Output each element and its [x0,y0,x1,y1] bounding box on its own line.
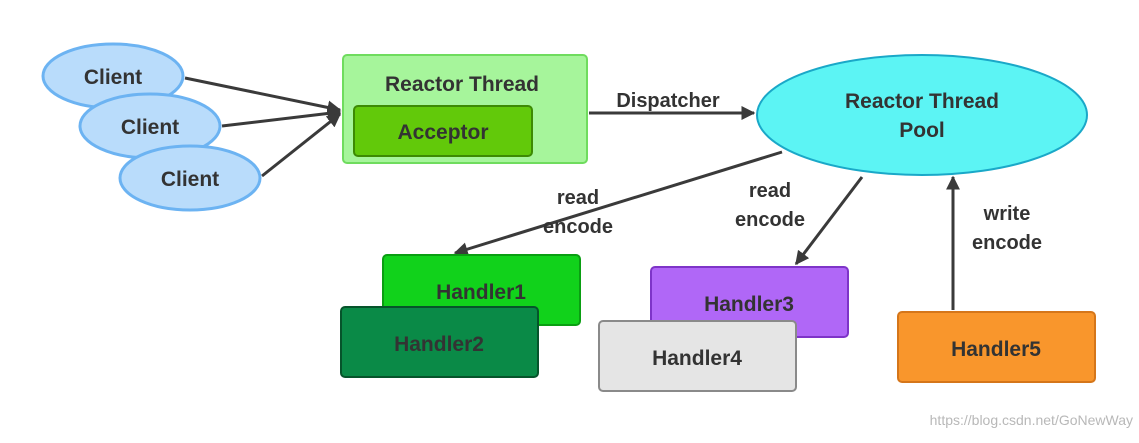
edge3-label-line2: encode [972,232,1042,254]
arrow-client1-reactor [184,76,342,115]
handler3-label: Handler3 [704,293,794,316]
handler4-node: Handler4 [598,320,797,392]
arrow-client2-reactor [221,106,342,128]
client-node-3: Client [118,144,262,212]
reactor-thread-label: Reactor Thread [385,73,539,96]
acceptor-label: Acceptor [397,121,488,144]
edge1-label-line1: read [557,187,599,209]
reactor-thread-pool-node: Reactor Thread Pool [756,54,1088,176]
reactor-thread-node: Reactor Thread Acceptor [342,54,588,164]
handler4-label: Handler4 [652,347,742,370]
client-to-reactor-arrows [184,76,342,178]
client-label-2: Client [121,116,179,139]
edge3-label-line1: write [983,203,1031,225]
arrow-client3-reactor [261,112,342,178]
arrow-pool-handler3 [794,176,864,266]
client-node-2: Client [78,92,222,160]
client-node-1: Client [41,42,185,110]
handler5-node: Handler5 [897,311,1096,383]
edge1-label-line2: encode [543,216,613,238]
edge2-label-line1: read [749,180,791,202]
watermark-text: https://blog.csdn.net/GoNewWay [930,412,1133,428]
acceptor-node [353,105,533,157]
dispatcher-label: Dispatcher [616,90,720,112]
pool-label-line1: Reactor Thread [845,90,999,113]
pool-label-line2: Pool [899,119,945,142]
handler2-label: Handler2 [394,333,484,356]
handler3-node: Handler3 [650,266,849,338]
arrow-pool-handler1 [453,150,783,256]
client-label-3: Client [161,168,219,191]
handler1-label: Handler1 [436,281,526,304]
client-label-1: Client [84,66,142,89]
edge2-label-line2: encode [735,209,805,231]
handler2-node: Handler2 [340,306,539,378]
handler5-label: Handler5 [951,338,1041,361]
